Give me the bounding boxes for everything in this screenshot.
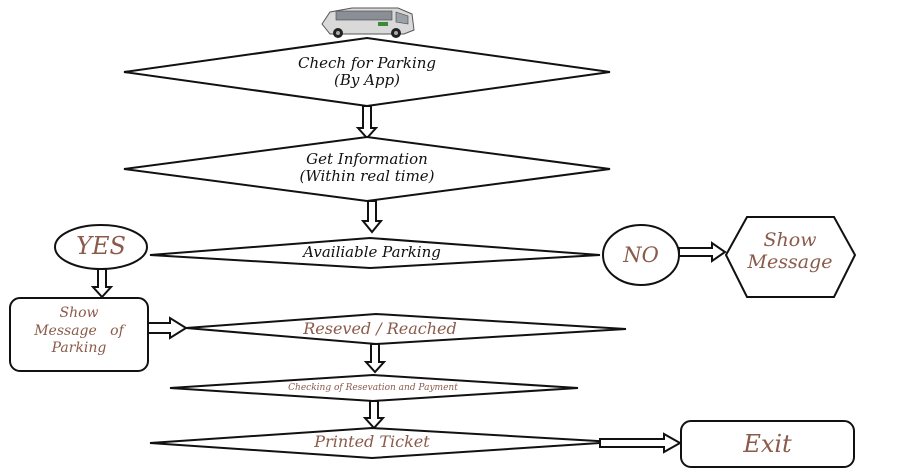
printed-ticket-label: Printed Ticket: [314, 432, 430, 451]
reserved-reached-diamond: [185, 312, 627, 346]
show-message-parking-label: Show Message of Parking: [12, 305, 146, 358]
show-message-parking-line3: Parking: [51, 340, 107, 356]
get-information-label: Get Information (Within real time): [217, 150, 517, 186]
available-parking-label: Availiable Parking: [303, 243, 441, 261]
available-parking-diamond: [149, 236, 601, 270]
arrow-yes-to-show-parking: [90, 268, 114, 299]
show-message-line1: Show: [763, 229, 817, 251]
arrow-checking-to-ticket: [362, 400, 386, 430]
get-information-diamond: [123, 135, 611, 203]
arrow-show-parking-to-reserved: [147, 316, 188, 340]
show-message-parking-box: [9, 297, 149, 372]
checking-reservation-label: Checking of Resevation and Payment: [288, 383, 458, 393]
arrow-info-to-available: [360, 200, 384, 234]
show-message-parking-line2: Message of: [34, 322, 124, 339]
car-icon: [321, 7, 415, 38]
arrow-reserved-to-checking: [363, 343, 387, 374]
get-information-line1: Get Information: [306, 150, 428, 168]
check-parking-line1: Chech for Parking: [297, 54, 437, 72]
exit-label: Exit: [743, 430, 792, 458]
arrow-no-to-show-message: [678, 241, 727, 263]
no-label: NO: [623, 243, 659, 267]
show-message-line2: Message: [747, 250, 833, 273]
check-parking-label: Chech for Parking (By App): [217, 54, 517, 90]
exit-box: [680, 420, 855, 468]
reserved-reached-label: Reseved / Reached: [303, 319, 457, 338]
check-parking-line2: (By App): [333, 71, 400, 90]
arrow-ticket-to-exit: [599, 432, 683, 454]
show-message-label: Show Message: [730, 229, 850, 274]
arrow-check-to-info: [355, 105, 379, 140]
yes-label: YES: [76, 232, 126, 260]
show-message-parking-line1: Show: [59, 305, 99, 321]
checking-reservation-diamond: [169, 373, 579, 403]
get-information-line2: (Within real time): [299, 167, 435, 186]
show-message-hexagon: [724, 216, 857, 298]
check-parking-diamond: [123, 36, 611, 108]
